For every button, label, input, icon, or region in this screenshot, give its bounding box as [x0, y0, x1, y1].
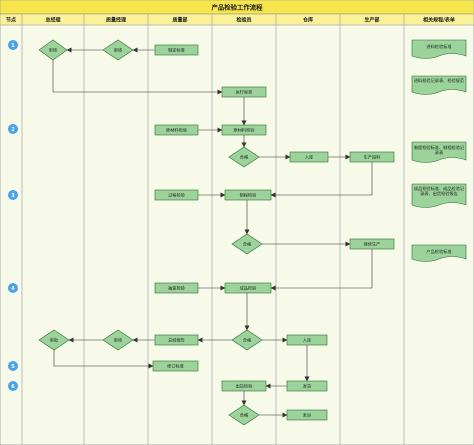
decision-review-1 [102, 39, 134, 61]
label-qualified-2: 合格 [243, 241, 252, 248]
header-node: 节点 [6, 17, 16, 24]
doc-label-incoming-record: 进料检验记录表、检验规范 [413, 77, 465, 83]
decision-approve-2 [38, 329, 70, 351]
process-store-1 [289, 151, 329, 163]
label-store-1: 入库 [305, 154, 313, 161]
process-store-2 [286, 334, 328, 346]
process-execute-standard [221, 86, 267, 98]
document-shapes [411, 39, 467, 262]
connectors [52, 47, 373, 418]
process-rm-inspect [221, 124, 267, 136]
decision-review-2 [102, 329, 134, 351]
decision-qualified-3 [231, 329, 263, 351]
decisions [38, 39, 263, 426]
process-rm-check [154, 124, 199, 136]
doc-incoming-record [411, 75, 467, 95]
step-label: 3 [11, 193, 15, 199]
header-production: 生产部 [364, 17, 379, 24]
label-review-1: 审核 [114, 47, 123, 54]
step-label: 2 [11, 127, 15, 133]
label-approve-2: 审批 [50, 337, 59, 344]
process-summary-report [154, 334, 199, 346]
page-title: 产品检验工作流程 [211, 2, 263, 11]
step-label: 5 [11, 364, 15, 370]
decision-approve-1 [38, 39, 68, 61]
doc-process-standard [411, 141, 467, 163]
label-revise-standard: 修订标准 [167, 363, 184, 370]
decision-qualified-1 [228, 146, 260, 168]
header-related-docs: 相关规程/表单 [423, 17, 455, 24]
header-quality-manager: 质量经理 [106, 17, 126, 24]
decision-qualified-2 [231, 233, 263, 255]
process-production-feed [349, 151, 395, 163]
doc-label-final-standard: 成品检验标准、成品检验记录表、出货检验报告 [413, 185, 465, 196]
header-inspector: 检验员 [236, 17, 251, 24]
doc-label-box: 进料检验记录表、检验规范 [413, 77, 465, 83]
doc-final-standard [411, 183, 467, 208]
step-circle [8, 283, 18, 293]
doc-labels: 进料检验标准 进料检验记录表、检验规范 制程检验标准、制程检验记录表 成品检验标… [413, 44, 465, 254]
doc-label-process-standard: 制程检验标准、制程检验记录表 [413, 144, 465, 155]
label-ship: 发货 [303, 383, 311, 390]
decision-qualified-4 [228, 404, 260, 426]
header-row [0, 13, 474, 26]
label-review-2: 审核 [114, 337, 123, 344]
doc-label-product-standard: 产品检验标准 [426, 248, 452, 254]
step-label: 1 [11, 43, 15, 49]
doc-label-incoming-standard: 进料检验标准 [426, 44, 452, 49]
label-in-process-inspect: 制程检验 [240, 192, 258, 199]
label-in-process-check: 过程检验 [168, 192, 186, 199]
label-rm-check: 原材料检验 [166, 127, 188, 134]
label-create-standard: 制定标准 [168, 47, 185, 54]
process-create-standard [154, 44, 199, 56]
process-final-inspect [224, 282, 272, 294]
header-general-manager: 总经理 [45, 17, 60, 24]
label-deliver: 发运 [303, 412, 312, 419]
doc-label-box: 成品检验标准、成品检验记录表、出货检验报告 [413, 185, 465, 196]
label-spot-check: 抽查检验 [168, 285, 186, 292]
process-spot-check [154, 282, 199, 294]
column-lines [21, 14, 405, 445]
header-warehouse: 仓库 [302, 17, 313, 24]
label-production-feed: 生产投料 [364, 154, 382, 161]
step-circle [8, 361, 18, 371]
doc-incoming-standard [411, 39, 467, 59]
step-markers: 1 2 3 4 5 6 [8, 40, 18, 391]
process-in-process-inspect [224, 189, 272, 201]
process-revise-standard [152, 360, 199, 372]
label-continue-production: 继续生产 [364, 241, 381, 248]
step-circle [8, 124, 18, 134]
doc-product-standard [411, 244, 467, 262]
label-qualified-1: 合格 [240, 154, 249, 161]
process-continue-production [349, 238, 395, 250]
label-qualified-4: 合格 [240, 412, 249, 419]
header-quality-dept: 质量部 [172, 17, 187, 24]
node-labels: 审核 审核 制定标准 执行标准 原材料检验 原材料检验 合格 入库 生产投料 过… [49, 47, 381, 419]
step-label: 4 [11, 286, 15, 292]
doc-label-box: 进料检验标准 [426, 44, 452, 49]
process-outgoing-inspect [221, 380, 267, 392]
label-summary-report: 总结报告 [168, 337, 185, 344]
label-approve-1: 审核 [49, 47, 58, 54]
step-circle [8, 381, 18, 391]
process-ship [286, 380, 328, 392]
process-in-process-check [154, 189, 199, 201]
doc-label-box: 制程检验标准、制程检验记录表 [413, 144, 465, 155]
label-execute-standard: 执行标准 [236, 89, 253, 96]
label-final-inspect: 成品检验 [240, 285, 258, 292]
label-qualified-3: 合格 [243, 337, 252, 344]
doc-label-box: 产品检验标准 [426, 248, 452, 254]
label-store-2: 入库 [303, 337, 311, 344]
label-outgoing-inspect: 出货检验 [236, 383, 254, 390]
process-boxes [152, 44, 395, 421]
step-circle [8, 40, 18, 50]
step-label: 6 [11, 384, 15, 390]
label-rm-inspect: 原材料检验 [234, 127, 256, 134]
process-deliver [286, 409, 328, 421]
step-circle [8, 190, 18, 200]
